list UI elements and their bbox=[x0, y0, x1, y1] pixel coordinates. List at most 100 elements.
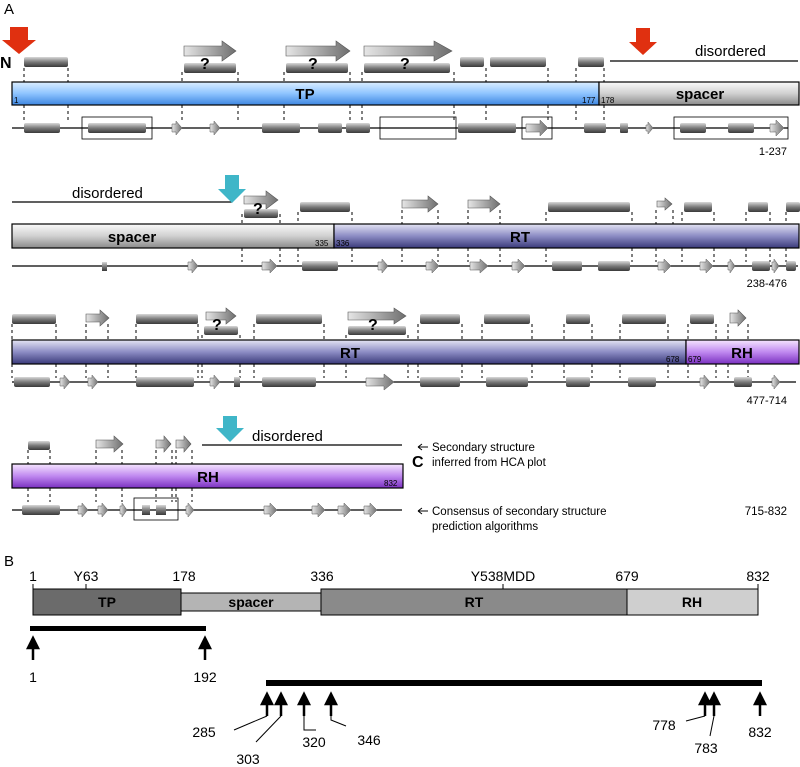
residue-label: 678 bbox=[666, 355, 680, 364]
helix-element bbox=[318, 123, 342, 133]
up-arrow-icon bbox=[259, 691, 275, 716]
residue-label: 1 bbox=[14, 96, 19, 105]
helix-element bbox=[204, 326, 238, 335]
helix-element bbox=[622, 314, 666, 324]
domain-spacer bbox=[11, 223, 335, 249]
strand-arrow-icon bbox=[263, 502, 278, 518]
leader-line bbox=[303, 716, 316, 731]
helix-element bbox=[484, 314, 530, 324]
helix-element bbox=[142, 505, 150, 515]
fragment-bar-2 bbox=[266, 680, 762, 686]
strand-arrow-icon bbox=[645, 121, 654, 135]
strand-arrow-icon bbox=[285, 40, 351, 62]
helix-element bbox=[300, 202, 350, 212]
strand-arrow-icon bbox=[85, 309, 110, 327]
up-arrow-icon bbox=[697, 691, 713, 716]
strand-arrow-icon bbox=[187, 258, 199, 274]
fragment-label: 778 bbox=[652, 717, 676, 733]
residue-label: 832 bbox=[384, 479, 398, 488]
n-terminus-label: N bbox=[0, 55, 12, 72]
helix-element bbox=[680, 123, 706, 133]
leader-line bbox=[685, 715, 706, 722]
strand-arrow-icon bbox=[657, 258, 672, 274]
cyan-arrow-icon bbox=[216, 416, 244, 442]
helix-element bbox=[184, 63, 236, 73]
strand-arrow-icon bbox=[729, 309, 747, 327]
domain-rh-block bbox=[626, 588, 759, 616]
helix-element bbox=[628, 377, 656, 387]
strand-arrow-icon bbox=[699, 374, 711, 390]
strand-arrow-icon bbox=[377, 258, 389, 274]
domain-rh-label: RH bbox=[731, 345, 753, 362]
fragment-label: 303 bbox=[236, 751, 260, 767]
legend-pointer-icon bbox=[417, 507, 428, 515]
strand-arrow-icon bbox=[95, 435, 124, 453]
red-arrow-icon bbox=[2, 27, 36, 54]
domain-rh-block-label: RH bbox=[682, 594, 702, 610]
position-label: 336 bbox=[310, 568, 334, 584]
fragment-label: 832 bbox=[748, 724, 772, 740]
helix-element bbox=[28, 441, 50, 450]
strand-arrow-icon bbox=[525, 119, 549, 137]
helix-element bbox=[548, 202, 630, 212]
helix-element bbox=[262, 123, 300, 133]
strand-arrow-icon bbox=[425, 258, 440, 274]
strand-arrow-icon bbox=[209, 374, 221, 390]
up-arrow-icon bbox=[197, 635, 213, 660]
up-arrow-icon bbox=[296, 691, 312, 716]
helix-element bbox=[728, 123, 754, 133]
panel-b: 1 Y63 178 336 Y538MDD 679 832 TP spacer … bbox=[25, 568, 772, 767]
strand-arrow-icon bbox=[401, 195, 439, 213]
domain-tp-block bbox=[32, 588, 182, 616]
residue-label: 335 bbox=[315, 239, 329, 248]
boxed-region bbox=[673, 116, 789, 140]
helix-element bbox=[262, 377, 316, 387]
legend-consensus-line1: Consensus of secondary structure bbox=[432, 506, 607, 518]
row-4: disordered RH 832 C bbox=[11, 416, 787, 533]
legend-hca-line2: inferred from HCA plot bbox=[432, 457, 547, 469]
helix-element bbox=[234, 377, 240, 387]
domain-rh bbox=[11, 463, 404, 489]
strand-arrow-icon bbox=[185, 502, 195, 518]
helix-element bbox=[752, 261, 770, 271]
strand-arrow-icon bbox=[171, 120, 183, 136]
legend-hca-line1: Secondary structure bbox=[432, 442, 535, 454]
question-mark: ? bbox=[212, 317, 222, 334]
domain-spacer-label: spacer bbox=[108, 229, 157, 246]
helix-element bbox=[786, 202, 800, 212]
helix-element bbox=[486, 377, 528, 387]
fragment-label: 346 bbox=[357, 732, 381, 748]
strand-arrow-icon bbox=[363, 502, 378, 518]
question-mark: ? bbox=[400, 56, 410, 73]
domain-rt-block-label: RT bbox=[465, 594, 484, 610]
strand-arrow-icon bbox=[205, 307, 237, 325]
strand-arrow-icon bbox=[347, 307, 407, 325]
strand-arrow-icon bbox=[155, 435, 172, 453]
helix-element bbox=[566, 314, 590, 324]
strand-arrow-icon bbox=[769, 119, 785, 137]
question-mark: ? bbox=[308, 56, 318, 73]
leader-line bbox=[330, 716, 347, 727]
strand-arrow-icon bbox=[771, 374, 781, 390]
strand-arrow-icon bbox=[59, 374, 71, 390]
helix-element bbox=[748, 202, 768, 212]
fragment-label: 783 bbox=[694, 740, 718, 756]
domain-tp-block-label: TP bbox=[98, 594, 116, 610]
row-3: ? ? bbox=[11, 307, 800, 407]
motif-label: Y538MDD bbox=[471, 568, 536, 584]
helix-element bbox=[566, 377, 590, 387]
helix-element bbox=[22, 505, 60, 515]
domain-rt-label: RT bbox=[340, 345, 360, 362]
strand-arrow-icon bbox=[337, 502, 352, 518]
domain-rh-label: RH bbox=[197, 469, 219, 486]
helix-element bbox=[286, 63, 348, 73]
fragment-start-label: 1 bbox=[29, 669, 37, 685]
position-label: 178 bbox=[172, 568, 196, 584]
domain-rt-label: RT bbox=[510, 229, 530, 246]
domain-spacer bbox=[598, 81, 800, 106]
domain-spacer-label: spacer bbox=[676, 86, 725, 103]
helix-element bbox=[244, 209, 278, 218]
helix-element bbox=[364, 63, 450, 73]
helix-element bbox=[734, 377, 752, 387]
range-label: 715-832 bbox=[745, 506, 787, 518]
